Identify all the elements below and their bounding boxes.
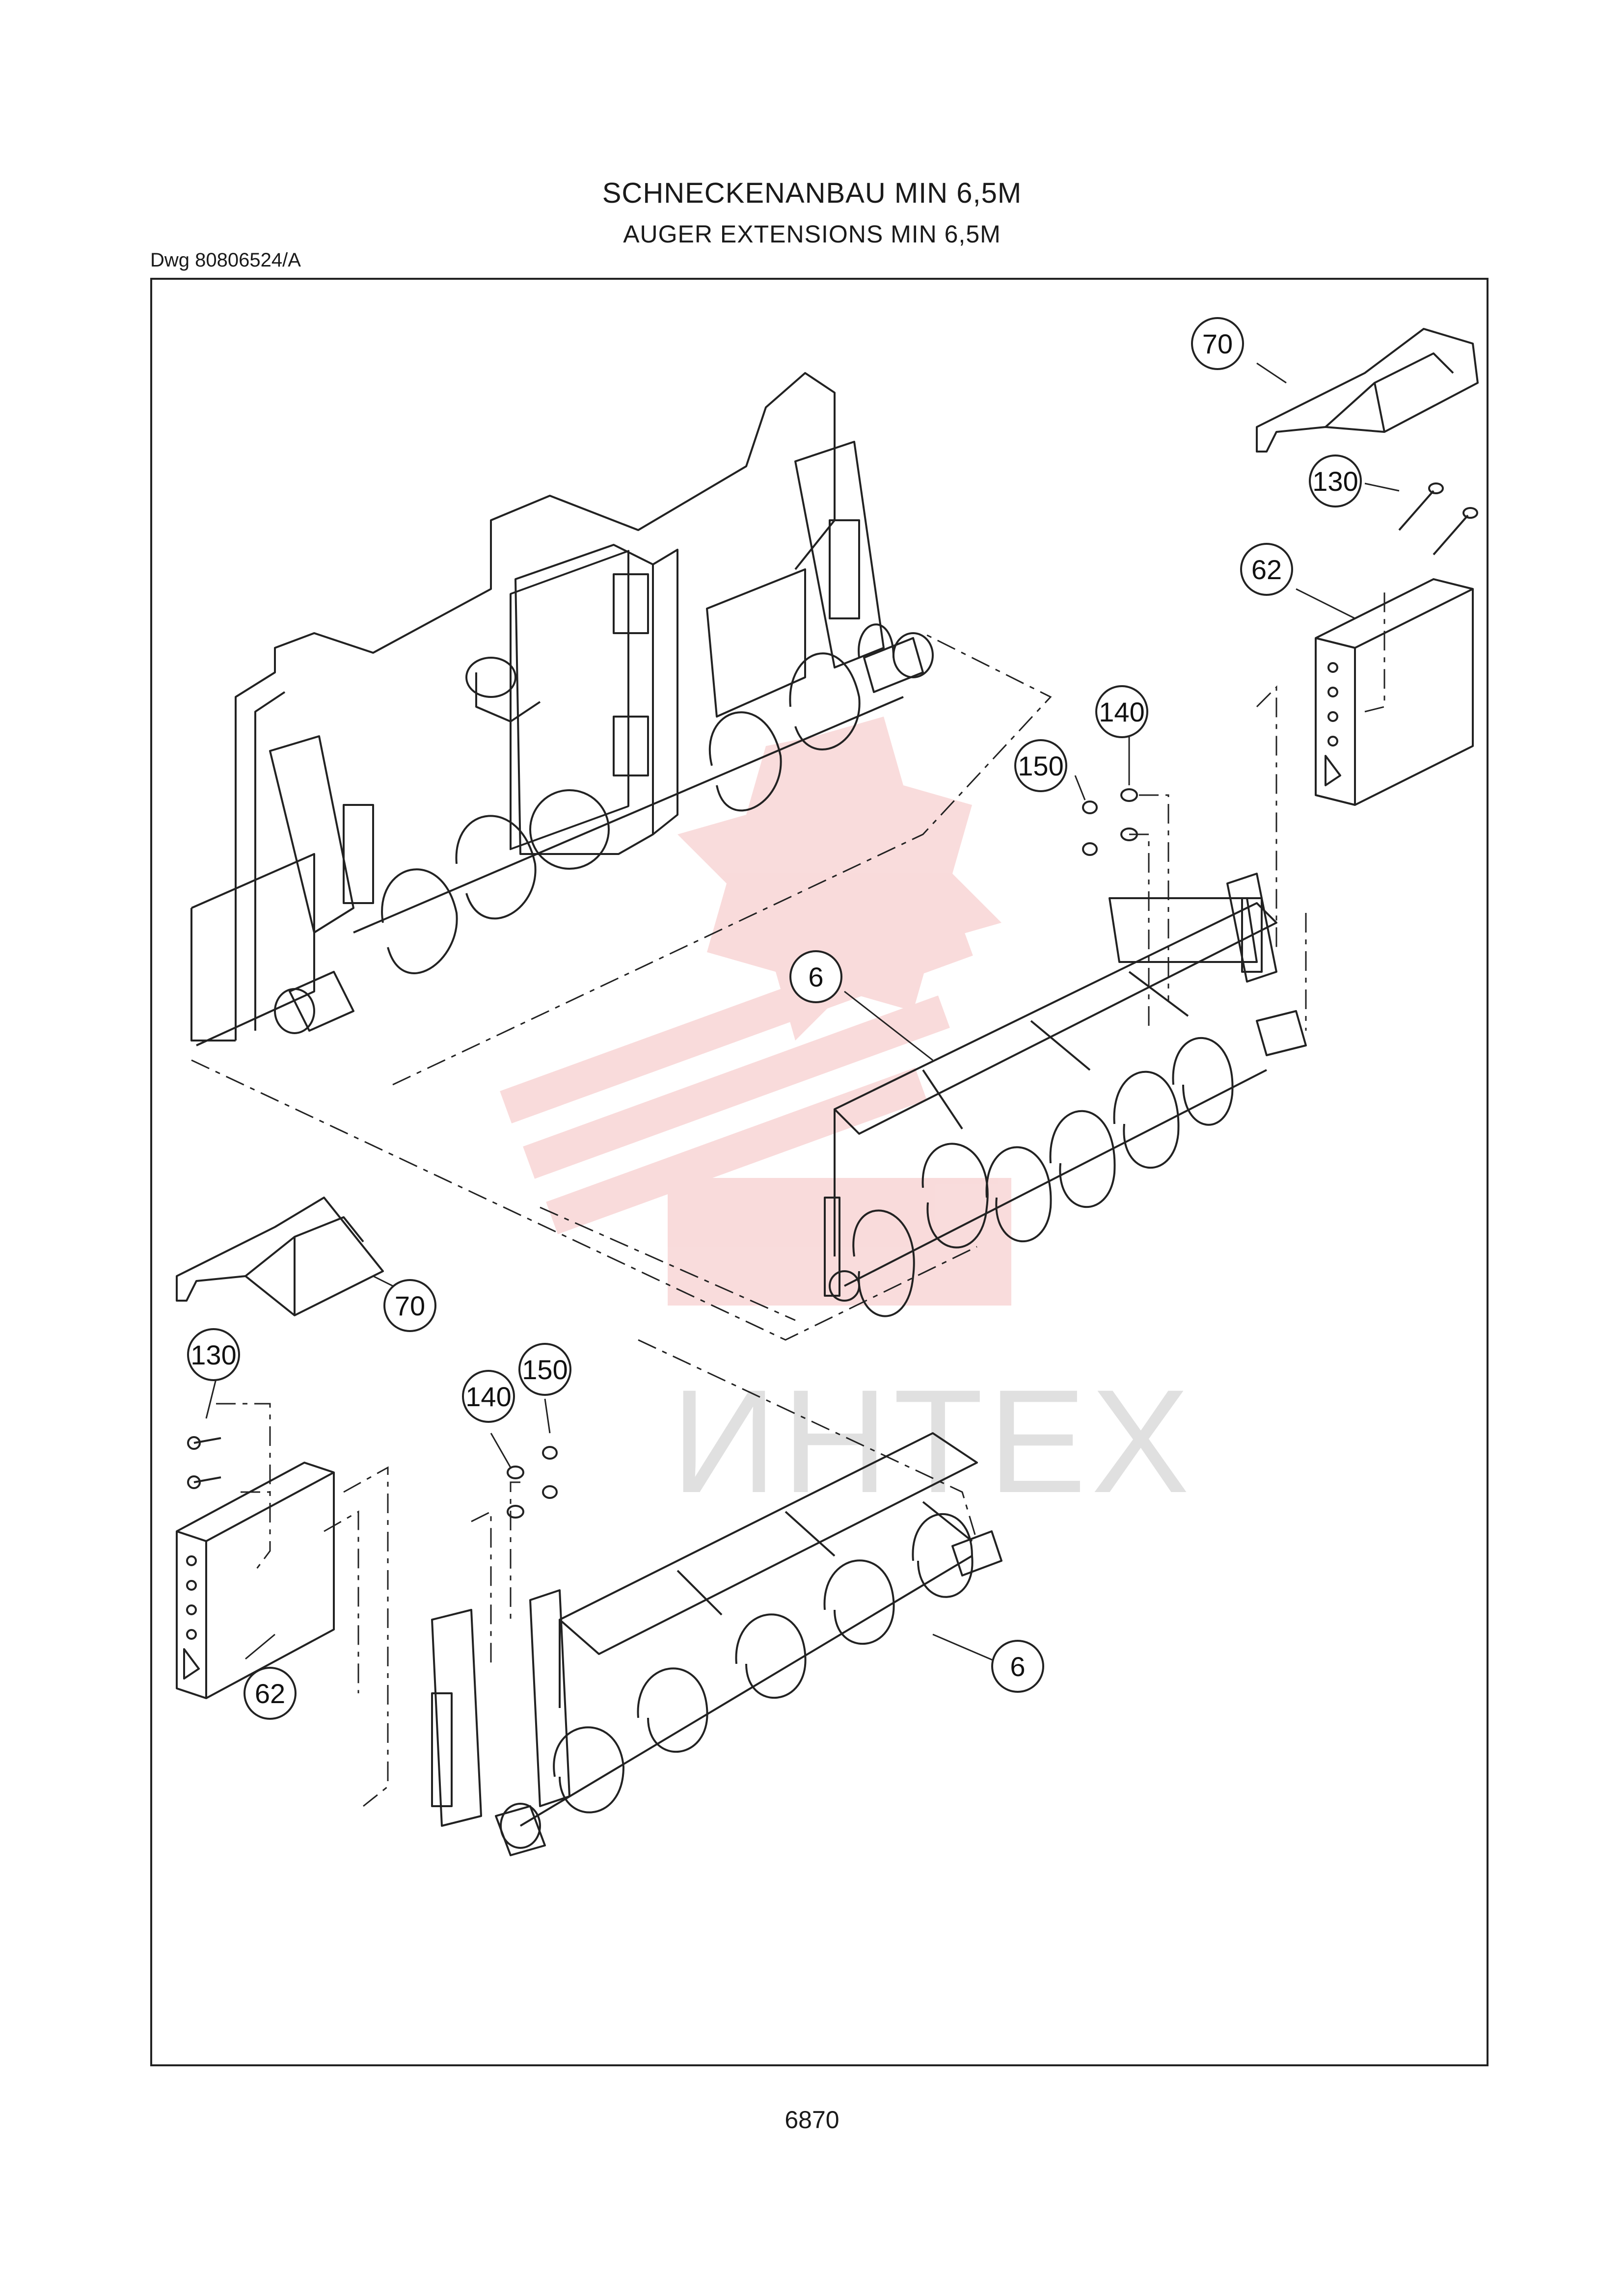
svg-text:130: 130 bbox=[1312, 466, 1358, 497]
svg-text:140: 140 bbox=[465, 1381, 511, 1412]
svg-text:70: 70 bbox=[1202, 328, 1233, 359]
callout-70-upper: 70 bbox=[1191, 317, 1244, 370]
callout-150-lower: 150 bbox=[518, 1343, 571, 1396]
drawing-title-german: SCHNECKENANBAU MIN 6,5M bbox=[602, 177, 1022, 209]
watermark-text: ИНТЕХ bbox=[671, 1359, 1194, 1523]
mounting-plate-lower bbox=[176, 1462, 335, 1699]
drawing-title-english: AUGER EXTENSIONS MIN 6,5M bbox=[623, 220, 1001, 248]
callout-6-lower: 6 bbox=[991, 1640, 1044, 1693]
callout-70-lower: 70 bbox=[383, 1279, 436, 1332]
callout-130-upper: 130 bbox=[1309, 454, 1362, 507]
callout-140-lower: 140 bbox=[462, 1370, 515, 1423]
svg-text:62: 62 bbox=[255, 1678, 285, 1709]
cover-plate-lower bbox=[176, 1197, 384, 1316]
svg-text:62: 62 bbox=[1251, 554, 1282, 585]
assembly-lines bbox=[191, 589, 1385, 1807]
screed-main-frame bbox=[190, 372, 934, 1046]
auger-extension-lower bbox=[431, 1432, 1002, 1856]
callout-62-upper: 62 bbox=[1240, 543, 1293, 596]
svg-text:6: 6 bbox=[808, 961, 823, 992]
callout-62-lower: 62 bbox=[244, 1667, 297, 1720]
mounting-plate-upper bbox=[1315, 578, 1474, 806]
svg-text:140: 140 bbox=[1099, 696, 1144, 727]
callout-140-upper: 140 bbox=[1095, 685, 1148, 738]
svg-text:150: 150 bbox=[522, 1354, 568, 1385]
auger-extension-upper bbox=[824, 873, 1307, 1317]
bolts-and-washers bbox=[187, 482, 1478, 1519]
watermark-gear-logo bbox=[500, 717, 1011, 1306]
callout-6-upper: 6 bbox=[789, 950, 842, 1003]
drawing-number: Dwg 80806524/A bbox=[150, 249, 301, 271]
callout-150-upper: 150 bbox=[1014, 739, 1067, 792]
callout-130-lower: 130 bbox=[187, 1328, 240, 1381]
page-number: 6870 bbox=[785, 2106, 839, 2134]
svg-text:6: 6 bbox=[1010, 1651, 1025, 1682]
svg-text:70: 70 bbox=[395, 1290, 425, 1321]
svg-text:130: 130 bbox=[190, 1339, 236, 1370]
svg-text:150: 150 bbox=[1018, 750, 1063, 781]
cover-plate-upper bbox=[1256, 328, 1479, 453]
callout-bubbles: 70 130 62 140 150 6 70 130 140 150 62 6 bbox=[187, 317, 1362, 1720]
drawing-frame bbox=[150, 278, 1489, 2066]
